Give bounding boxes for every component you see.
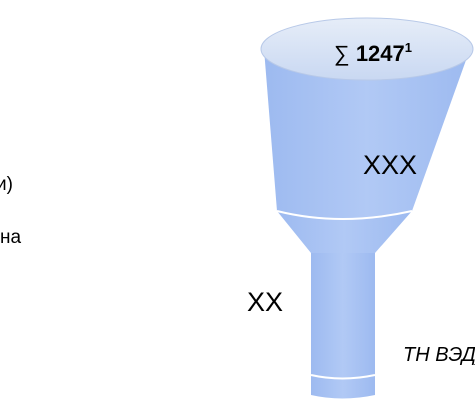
funnel-rim	[260, 17, 474, 81]
funnel-divider-upper	[276, 210, 413, 220]
funnel-stem	[311, 253, 375, 399]
funnel-total-label: ∑ 12471	[298, 40, 448, 67]
funnel-upper-cone	[264, 49, 470, 219]
funnel-bottom-label: XX	[246, 287, 284, 317]
side-text-line-2: на	[0, 227, 22, 248]
sum-symbol: ∑	[334, 41, 350, 66]
funnel-divider-stem	[310, 374, 376, 380]
funnel-lower-cone	[277, 211, 412, 253]
side-text-line-1: и)	[0, 174, 13, 195]
funnel-middle-label: XXX	[362, 150, 418, 180]
side-text-line-3: ТН ВЭД)	[403, 344, 475, 366]
sum-footnote-marker: 1	[404, 40, 412, 55]
sum-number: 1247	[355, 41, 405, 66]
